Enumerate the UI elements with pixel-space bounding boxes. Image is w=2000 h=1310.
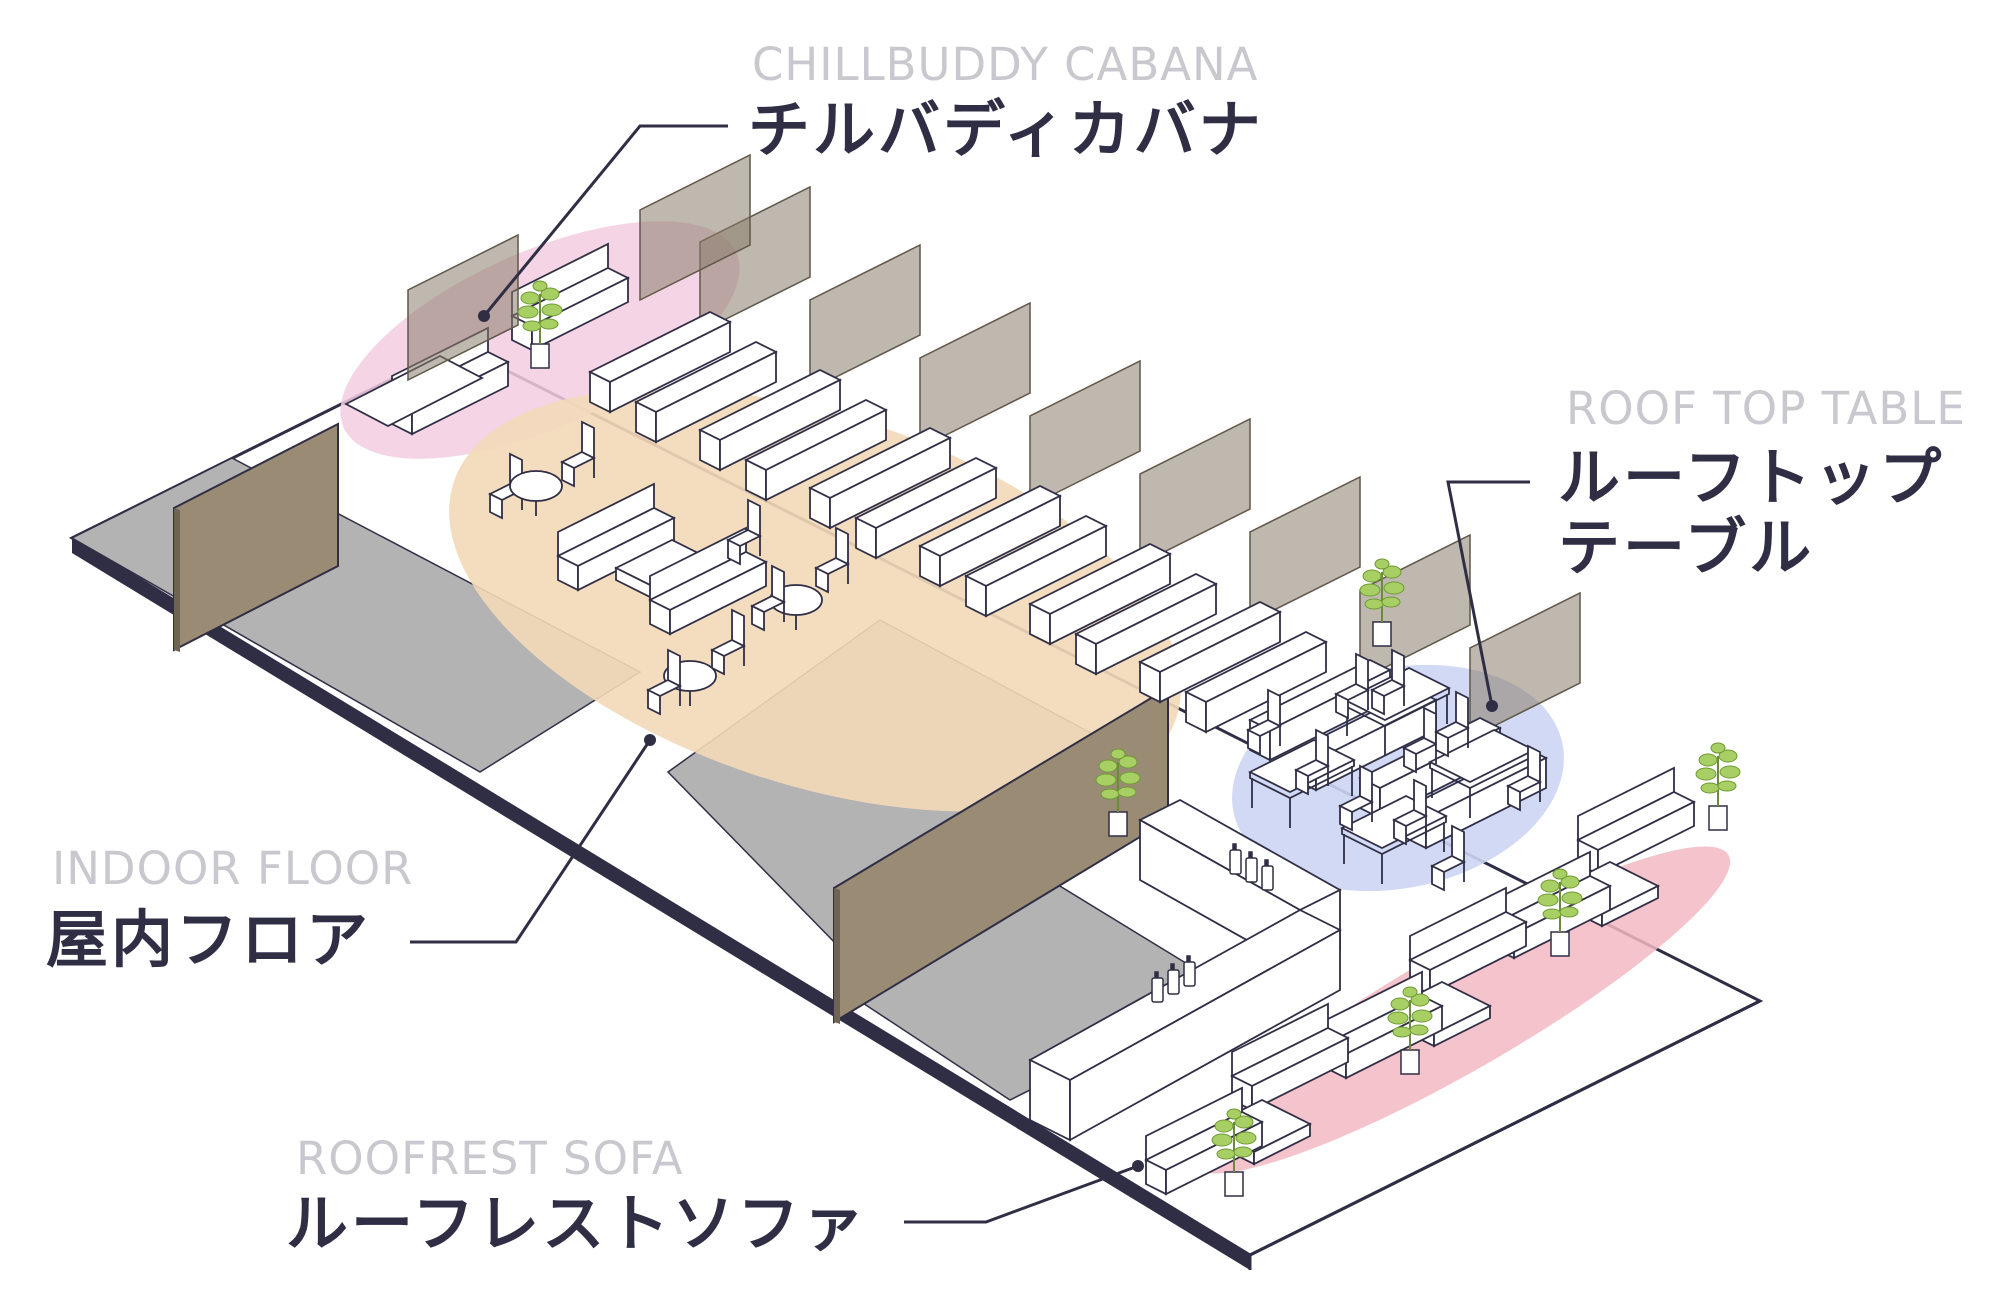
roof-table-leader [1446,480,1530,707]
cabana-label-en: CHILLBUDDY CABANA [752,38,1259,91]
roof-table-label-ja-line1: ルーフトップ [1558,441,1945,514]
partition-icon [809,244,921,391]
bar-counter [1028,798,1342,1142]
indoor-label-en: INDOOR FLOOR [52,842,414,895]
roof-table-label-ja-line2: テーブル [1558,511,1815,584]
indoor-leader [410,739,652,944]
roof-table-label-en: ROOF TOP TABLE [1566,382,1966,435]
leader-lines [410,124,1530,1224]
plant-icon [1695,742,1741,831]
sofa-leader [904,1164,1139,1224]
partition-icon [1139,418,1251,565]
partition-icon [1249,476,1361,623]
sofa-label-en: ROOFREST SOFA [296,1132,684,1185]
sofa-label-ja: ルーフレストソファ [286,1187,868,1260]
cabana-leader [482,124,728,317]
cabana-label-ja: チルバディカバナ [748,93,1264,166]
deck-front-edge [72,538,1250,1270]
partition-icon [919,302,1031,449]
partition-icon [1029,360,1141,507]
leader-dots [478,310,1498,1172]
indoor-label-ja: 屋内フロア [46,903,372,976]
cabana-seating [344,154,751,435]
